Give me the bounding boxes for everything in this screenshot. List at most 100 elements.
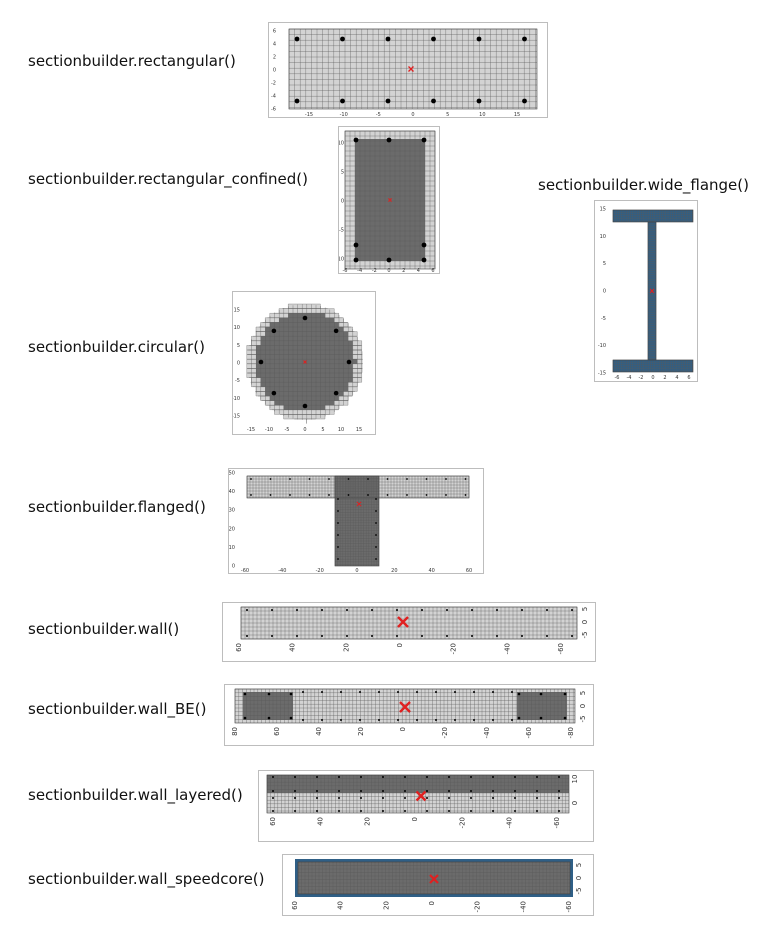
wf-xtick-0: -6 — [615, 375, 620, 381]
rconf-rebar-left-mid — [353, 242, 359, 248]
rect-ytick-4: -2 — [271, 81, 276, 87]
rect-rebar-top-2 — [385, 36, 391, 42]
rect-ytick-2: 2 — [273, 55, 276, 61]
wallbe-xtick-5: -20 — [441, 727, 449, 738]
walllay-rebar-r4-10 — [492, 810, 494, 812]
flange-rebar-bot-2 — [289, 494, 291, 496]
wf-xtick-4: 2 — [663, 375, 666, 381]
walllay-rebar-r3-2 — [316, 797, 318, 799]
rconf-xtick-1: -4 — [357, 268, 362, 273]
walllay-rebar-r1-4 — [360, 776, 362, 778]
rect-ytick-0: 6 — [273, 29, 276, 35]
wall-rebar-bot-4 — [346, 635, 348, 637]
walllay-rebar-r4-7 — [426, 810, 428, 812]
flange-rebar-bot-11 — [464, 494, 467, 496]
flange-ytick-2: 30 — [229, 508, 235, 514]
wf-ytick-0: 15 — [600, 207, 606, 213]
rect-rebar-top-0 — [294, 36, 300, 42]
wallbe-be-left-bot-1 — [267, 716, 271, 720]
wf-xtick-3: 0 — [651, 375, 654, 381]
flange-rebar-webL-0 — [337, 498, 339, 500]
walllay-rebar-r2-4 — [360, 790, 362, 792]
wall-rebar-bot-0 — [246, 635, 248, 637]
walllay-rebar-r1-3 — [338, 776, 340, 778]
rect-rebar-bottom-4 — [476, 98, 482, 104]
walllay-rebar-r1-12 — [536, 776, 538, 778]
walllay-xtick-1: 40 — [316, 817, 324, 826]
wall-ytick-1: 0 — [581, 620, 589, 624]
flange-rebar-top-5 — [347, 478, 350, 480]
circ-rebar-3 — [271, 390, 277, 396]
wall-xtick-4: -20 — [450, 643, 458, 654]
circ-core — [256, 313, 358, 410]
wallbe-rebar-bot-4 — [378, 719, 380, 721]
walllay-xtick-3: 0 — [411, 817, 419, 821]
walllay-rebar-r2-13 — [558, 790, 560, 792]
walllay-rebar-r4-2 — [316, 810, 318, 812]
circ-rebar-1 — [333, 390, 339, 396]
walllay-rebar-r3-7 — [426, 797, 428, 799]
wallbe-ytick-0: 5 — [579, 691, 587, 695]
wallsc-ytick-0: 5 — [575, 863, 583, 867]
rconf-xtick-4: 2 — [402, 268, 405, 273]
wallbe-be-right-top-1 — [539, 692, 543, 696]
flange-rebar-bot-1 — [269, 494, 272, 496]
walllay-rebar-r4-3 — [338, 810, 340, 812]
wallbe-boundary-left — [243, 692, 293, 720]
walllay-rebar-r2-0 — [272, 790, 274, 792]
walllay-rebar-r2-6 — [404, 790, 406, 792]
flange-ytick-5: 0 — [232, 564, 235, 570]
wall-rebar-top-2 — [296, 609, 298, 611]
wallbe-rebar-top-9 — [473, 691, 475, 693]
walllay-rebar-r3-12 — [536, 797, 538, 799]
wf-xtick-5: 4 — [675, 375, 678, 381]
flange-rebar-bot-5 — [347, 494, 350, 496]
wallbe-mesh-outline — [234, 688, 576, 724]
rect-xtick-5: 10 — [479, 112, 485, 117]
wallbe-rebar-bot-1 — [321, 719, 323, 721]
walllay-rebar-r3-11 — [514, 797, 516, 799]
wf-bottom-flange — [613, 360, 693, 372]
flange-web-core — [335, 476, 379, 566]
walllay-rebar-r1-0 — [272, 776, 274, 778]
wall-rebar-bot-7 — [421, 635, 423, 637]
walllay-rebar-r1-5 — [382, 776, 384, 778]
rect-ytick-5: -4 — [271, 94, 276, 100]
rect-xtick-1: -10 — [340, 112, 348, 117]
walllay-cover-layer — [267, 793, 569, 813]
wallbe-xtick-3: 20 — [357, 727, 365, 736]
rconf-rebar-right-mid — [421, 242, 427, 248]
flange-rebar-webR-2 — [375, 522, 377, 524]
wall-rebar-top-6 — [396, 609, 398, 611]
wall-rebar-top-5 — [371, 609, 373, 611]
walllay-rebar-r2-8 — [448, 790, 450, 792]
circ-rebar-5 — [271, 328, 277, 334]
label-wall-layered: sectionbuilder.wall_layered() — [28, 786, 243, 804]
walllay-rebar-r1-2 — [316, 776, 318, 778]
rconf-ytick-2: 0 — [341, 199, 344, 205]
wall-xtick-6: -60 — [557, 643, 565, 654]
label-rectangular: sectionbuilder.rectangular() — [28, 52, 236, 70]
rconf-xtick-2: -2 — [372, 268, 377, 273]
walllay-xtick-0: 60 — [269, 817, 277, 826]
circ-xtick-6: 15 — [356, 427, 362, 433]
wall-rebar-bot-2 — [296, 635, 298, 637]
wall-rebar-bot-5 — [371, 635, 373, 637]
wf-ytick-2: 5 — [603, 261, 606, 267]
flange-ytick-3: 20 — [229, 526, 235, 532]
walllay-rebar-r3-4 — [360, 797, 362, 799]
walllay-rebar-r4-13 — [558, 810, 560, 812]
wallsc-xtick-6: -60 — [565, 901, 573, 912]
walllay-rebar-r4-1 — [294, 810, 296, 812]
rconf-xtick-0: -6 — [343, 268, 348, 273]
rconf-rebar-bottom-2 — [421, 257, 427, 263]
wall-xtick-2: 20 — [342, 643, 350, 652]
flange-rebar-webL-2 — [337, 522, 339, 524]
wallbe-rebar-top-10 — [492, 691, 494, 693]
flange-ytick-0: 50 — [229, 471, 235, 477]
circ-rebar-0 — [346, 359, 352, 365]
